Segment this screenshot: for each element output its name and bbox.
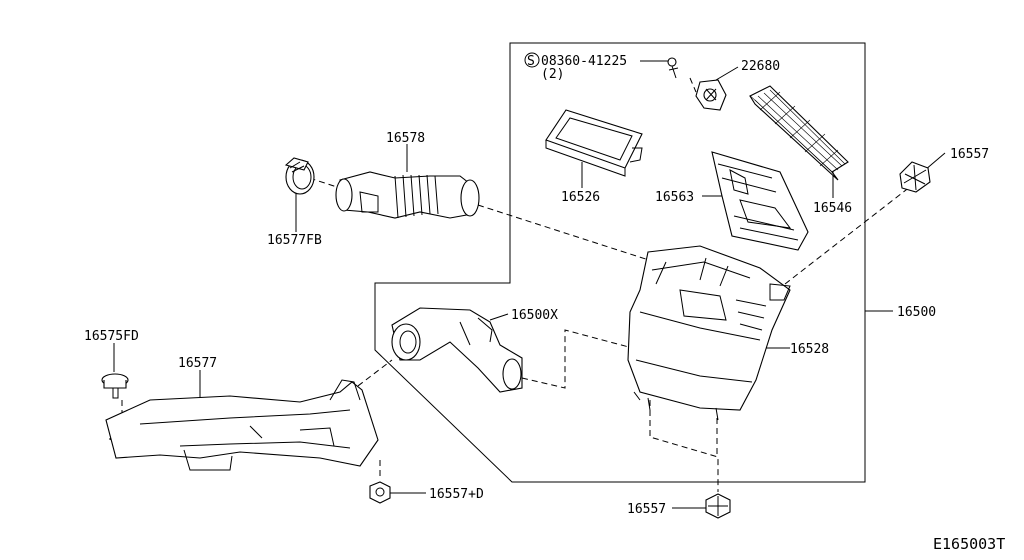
- label-22680: 22680: [741, 59, 780, 74]
- screw-symbol-circle: [524, 52, 540, 68]
- air-cleaner-housing-part: [627, 245, 791, 421]
- label-16557D: 16557+D: [429, 487, 484, 502]
- label-16557-top: 16557: [950, 147, 989, 162]
- label-16575FD: 16575FD: [84, 329, 139, 344]
- label-16500X: 16500X: [511, 308, 558, 323]
- screw-part: [667, 57, 679, 79]
- label-screw-quantity: (2): [541, 67, 564, 82]
- grommet-top-part: [899, 161, 931, 193]
- air-duct-16577-part: [105, 379, 379, 471]
- nut-16557D-part: [369, 481, 391, 504]
- air-duct-16500X-part: [391, 307, 523, 393]
- screw-symbol: S: [527, 54, 535, 69]
- filter-element-part: [749, 85, 849, 181]
- label-16563: 16563: [655, 190, 694, 205]
- label-16546: 16546: [813, 201, 852, 216]
- label-16500: 16500: [897, 305, 936, 320]
- label-16577FB: 16577FB: [267, 233, 322, 248]
- label-screw-part-number: 08360-41225: [541, 54, 627, 69]
- label-16578: 16578: [386, 131, 425, 146]
- label-16577: 16577: [178, 356, 217, 371]
- hose-clamp-part: [284, 157, 315, 195]
- element-16526-part: [545, 109, 643, 177]
- drawing-code: E165003T: [933, 535, 1005, 553]
- intake-hose-part: [335, 171, 480, 219]
- bracket-16563-part: [711, 151, 809, 251]
- label-16557-bottom: 16557: [627, 502, 666, 517]
- clip-16575FD-part: [101, 373, 129, 399]
- airflow-sensor-part: [695, 79, 727, 111]
- label-16528: 16528: [790, 342, 829, 357]
- label-16526: 16526: [561, 190, 600, 205]
- grommet-bottom-part: [705, 493, 731, 519]
- assembly-outline: [374, 42, 866, 483]
